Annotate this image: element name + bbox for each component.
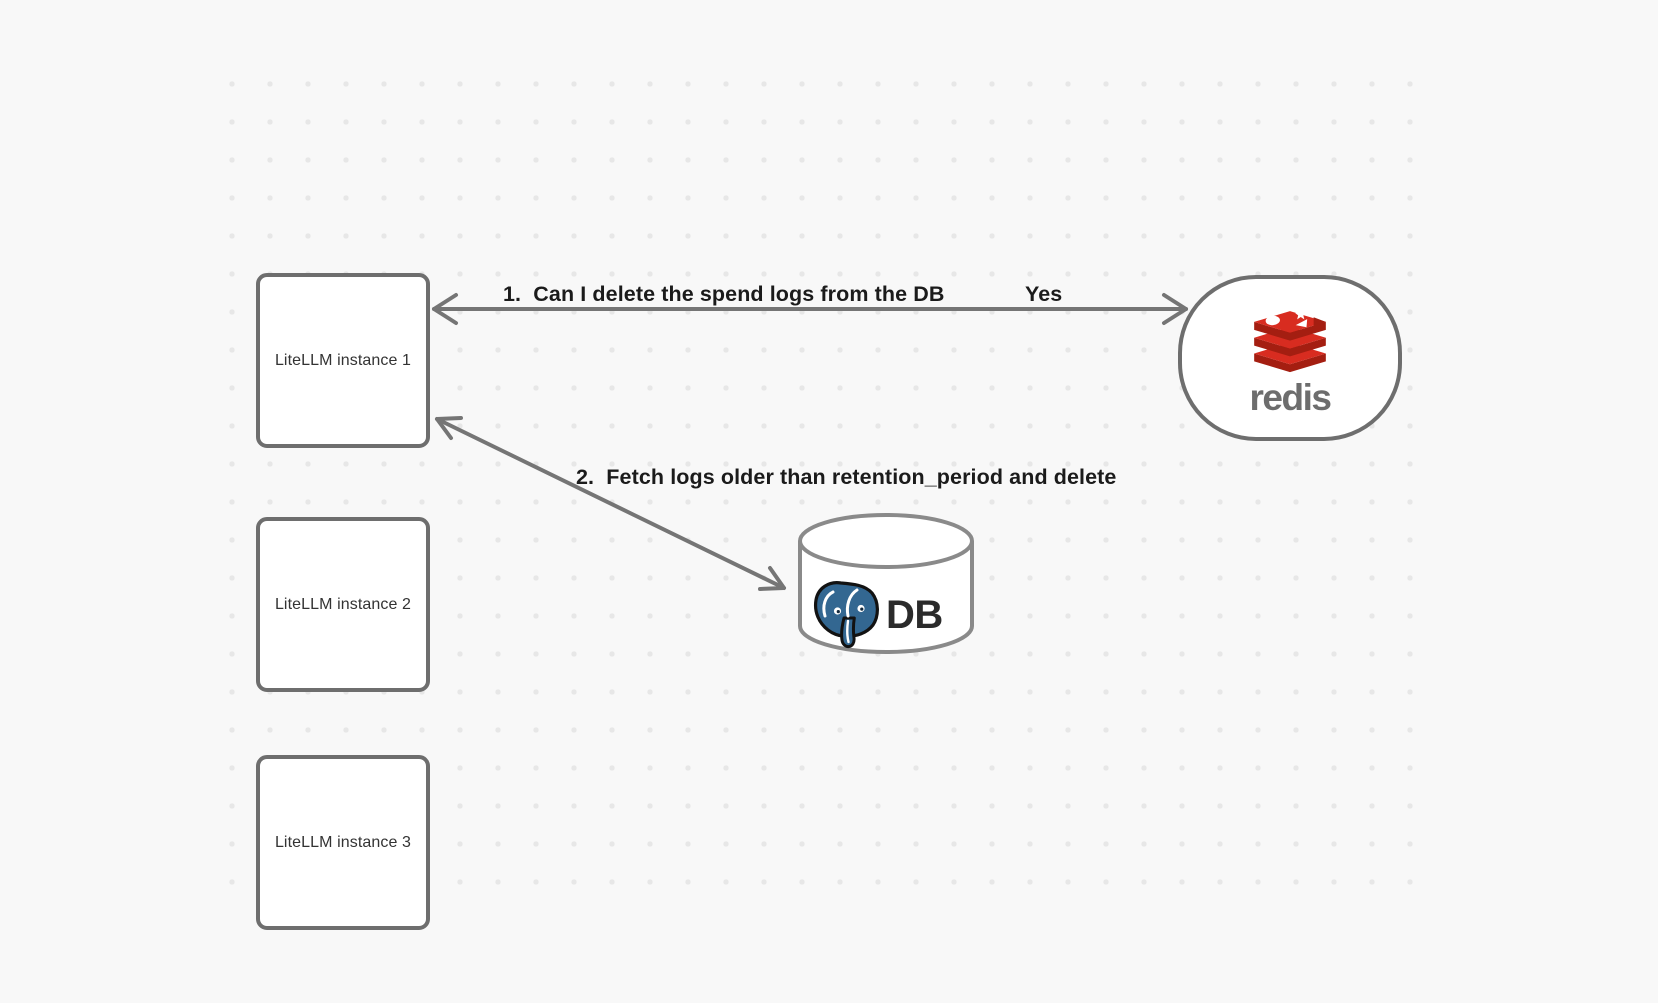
redis-stack-icon bbox=[1254, 308, 1326, 373]
edge1-response-label[interactable]: Yes bbox=[1025, 282, 1063, 306]
edge2-action-label[interactable]: 2. Fetch logs older than retention_perio… bbox=[576, 465, 1117, 489]
db-node-label: DB bbox=[886, 593, 943, 637]
node-db[interactable]: DB bbox=[797, 512, 975, 657]
node-label: LiteLLM instance 1 bbox=[274, 351, 412, 369]
redis-wordmark: redis bbox=[1249, 377, 1332, 418]
postgres-elephant-icon bbox=[813, 581, 879, 649]
node-litellm-instance-2[interactable]: LiteLLM instance 2 bbox=[256, 517, 430, 692]
node-redis[interactable]: redis bbox=[1178, 275, 1402, 441]
node-litellm-instance-1[interactable]: LiteLLM instance 1 bbox=[256, 273, 430, 448]
node-litellm-instance-3[interactable]: LiteLLM instance 3 bbox=[256, 755, 430, 930]
node-label: LiteLLM instance 3 bbox=[274, 833, 412, 851]
node-label: LiteLLM instance 2 bbox=[274, 595, 412, 613]
edge1-question-label[interactable]: 1. Can I delete the spend logs from the … bbox=[503, 282, 945, 306]
